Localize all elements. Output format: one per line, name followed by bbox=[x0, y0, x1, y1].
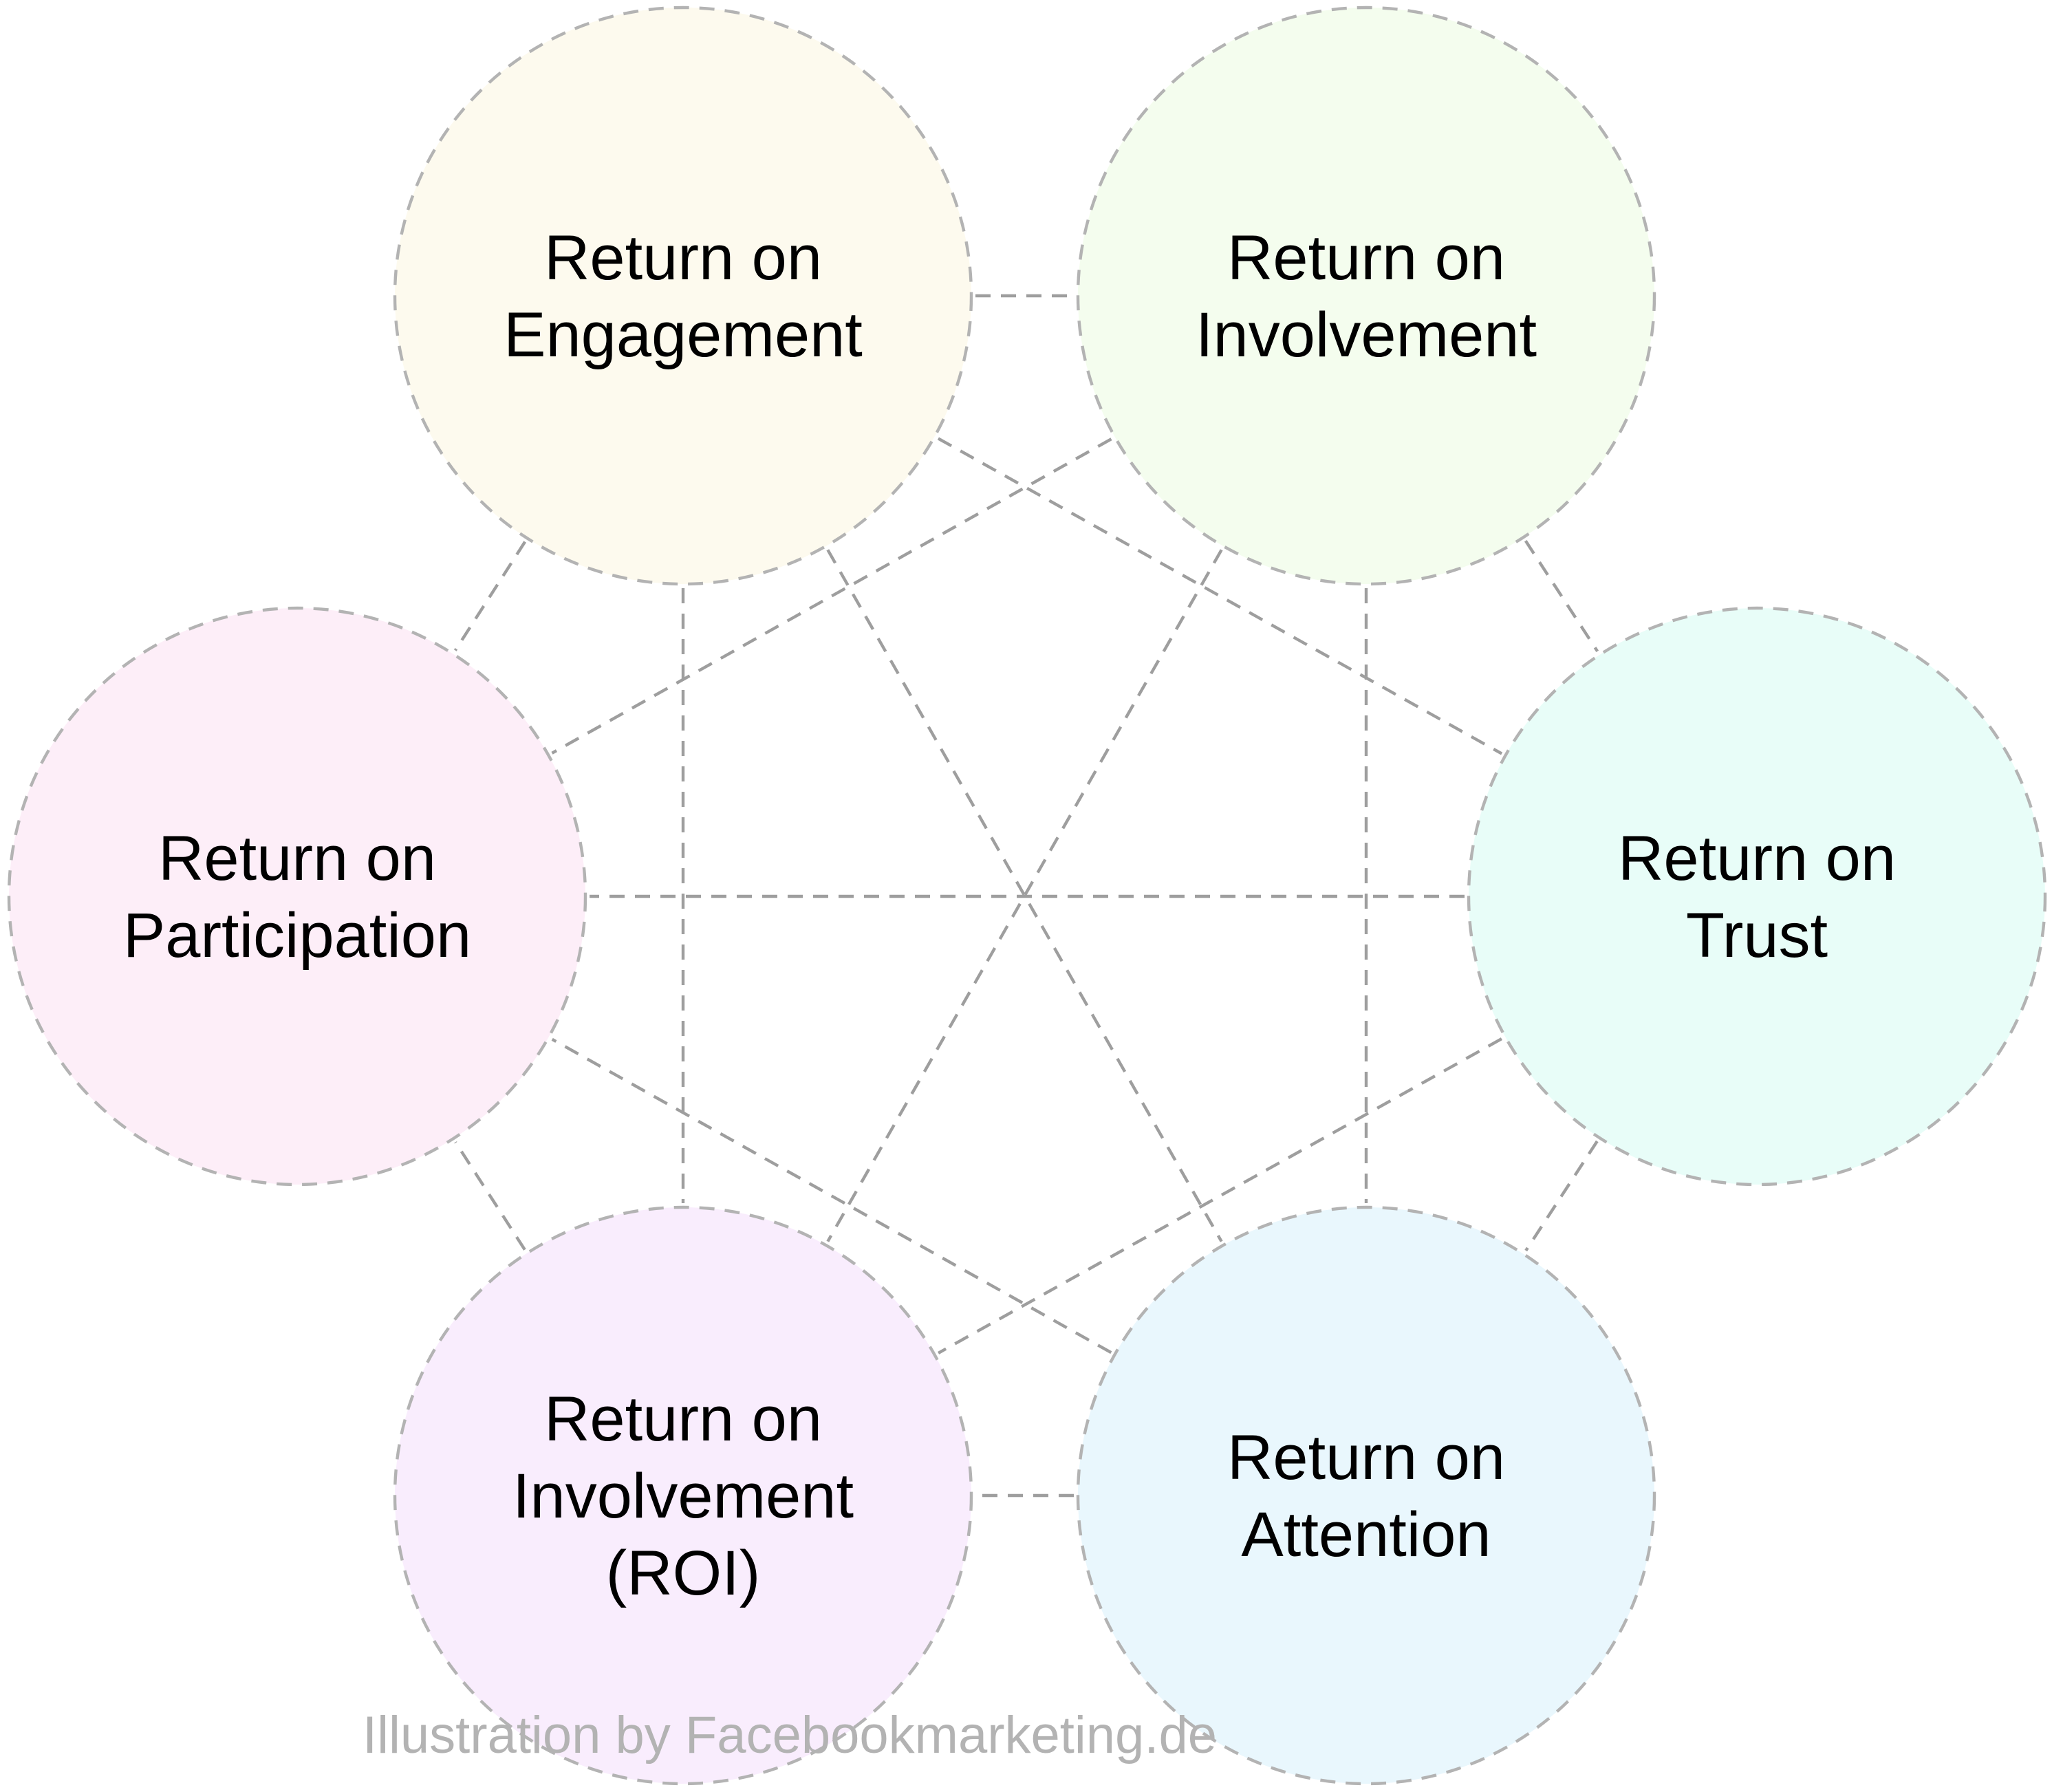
connector-lines bbox=[453, 294, 1599, 1498]
illustration-credit: Illustration by Facebookmarketing.de bbox=[363, 1706, 1217, 1764]
connector-roi-participation bbox=[454, 1141, 526, 1251]
node-label-engagement-line-2: Engagement bbox=[504, 300, 863, 370]
node-label-involvement-line-1: Return on bbox=[1227, 223, 1505, 293]
node-label-participation-line-1: Return on bbox=[158, 823, 436, 894]
node-circle-engagement bbox=[393, 6, 973, 586]
connector-trust-attention bbox=[1524, 1140, 1599, 1252]
node-label-involvement-line-2: Involvement bbox=[1196, 300, 1537, 370]
node-label-attention-line-1: Return on bbox=[1227, 1423, 1505, 1493]
node-label-trust-line-2: Trust bbox=[1686, 900, 1828, 971]
node-label-attention-line-2: Attention bbox=[1241, 1500, 1491, 1570]
connector-engagement-trust bbox=[937, 437, 1503, 755]
connector-involvement-roi bbox=[826, 549, 1223, 1242]
node-circle-participation bbox=[7, 606, 587, 1187]
node-circle-trust bbox=[1467, 606, 2047, 1187]
connector-trust-roi bbox=[938, 1037, 1502, 1354]
node-label-roi-line-2: Involvement bbox=[512, 1461, 854, 1531]
node-label-roi-line-3: (ROI) bbox=[606, 1538, 761, 1608]
connector-attention-participation bbox=[551, 1037, 1112, 1354]
node-circle-roi bbox=[393, 1205, 973, 1786]
node-circle-involvement bbox=[1076, 6, 1656, 586]
node-label-participation-line-2: Participation bbox=[123, 900, 471, 971]
connector-involvement-participation bbox=[551, 438, 1112, 755]
node-label-roi-line-1: Return on bbox=[544, 1384, 822, 1454]
node-label-engagement-line-1: Return on bbox=[544, 223, 822, 293]
connector-engagement-attention bbox=[826, 549, 1223, 1242]
connector-involvement-trust bbox=[1524, 540, 1599, 652]
node-circle-attention bbox=[1076, 1205, 1656, 1786]
connector-engagement-participation bbox=[453, 541, 527, 651]
node-label-trust-line-1: Return on bbox=[1618, 823, 1896, 894]
